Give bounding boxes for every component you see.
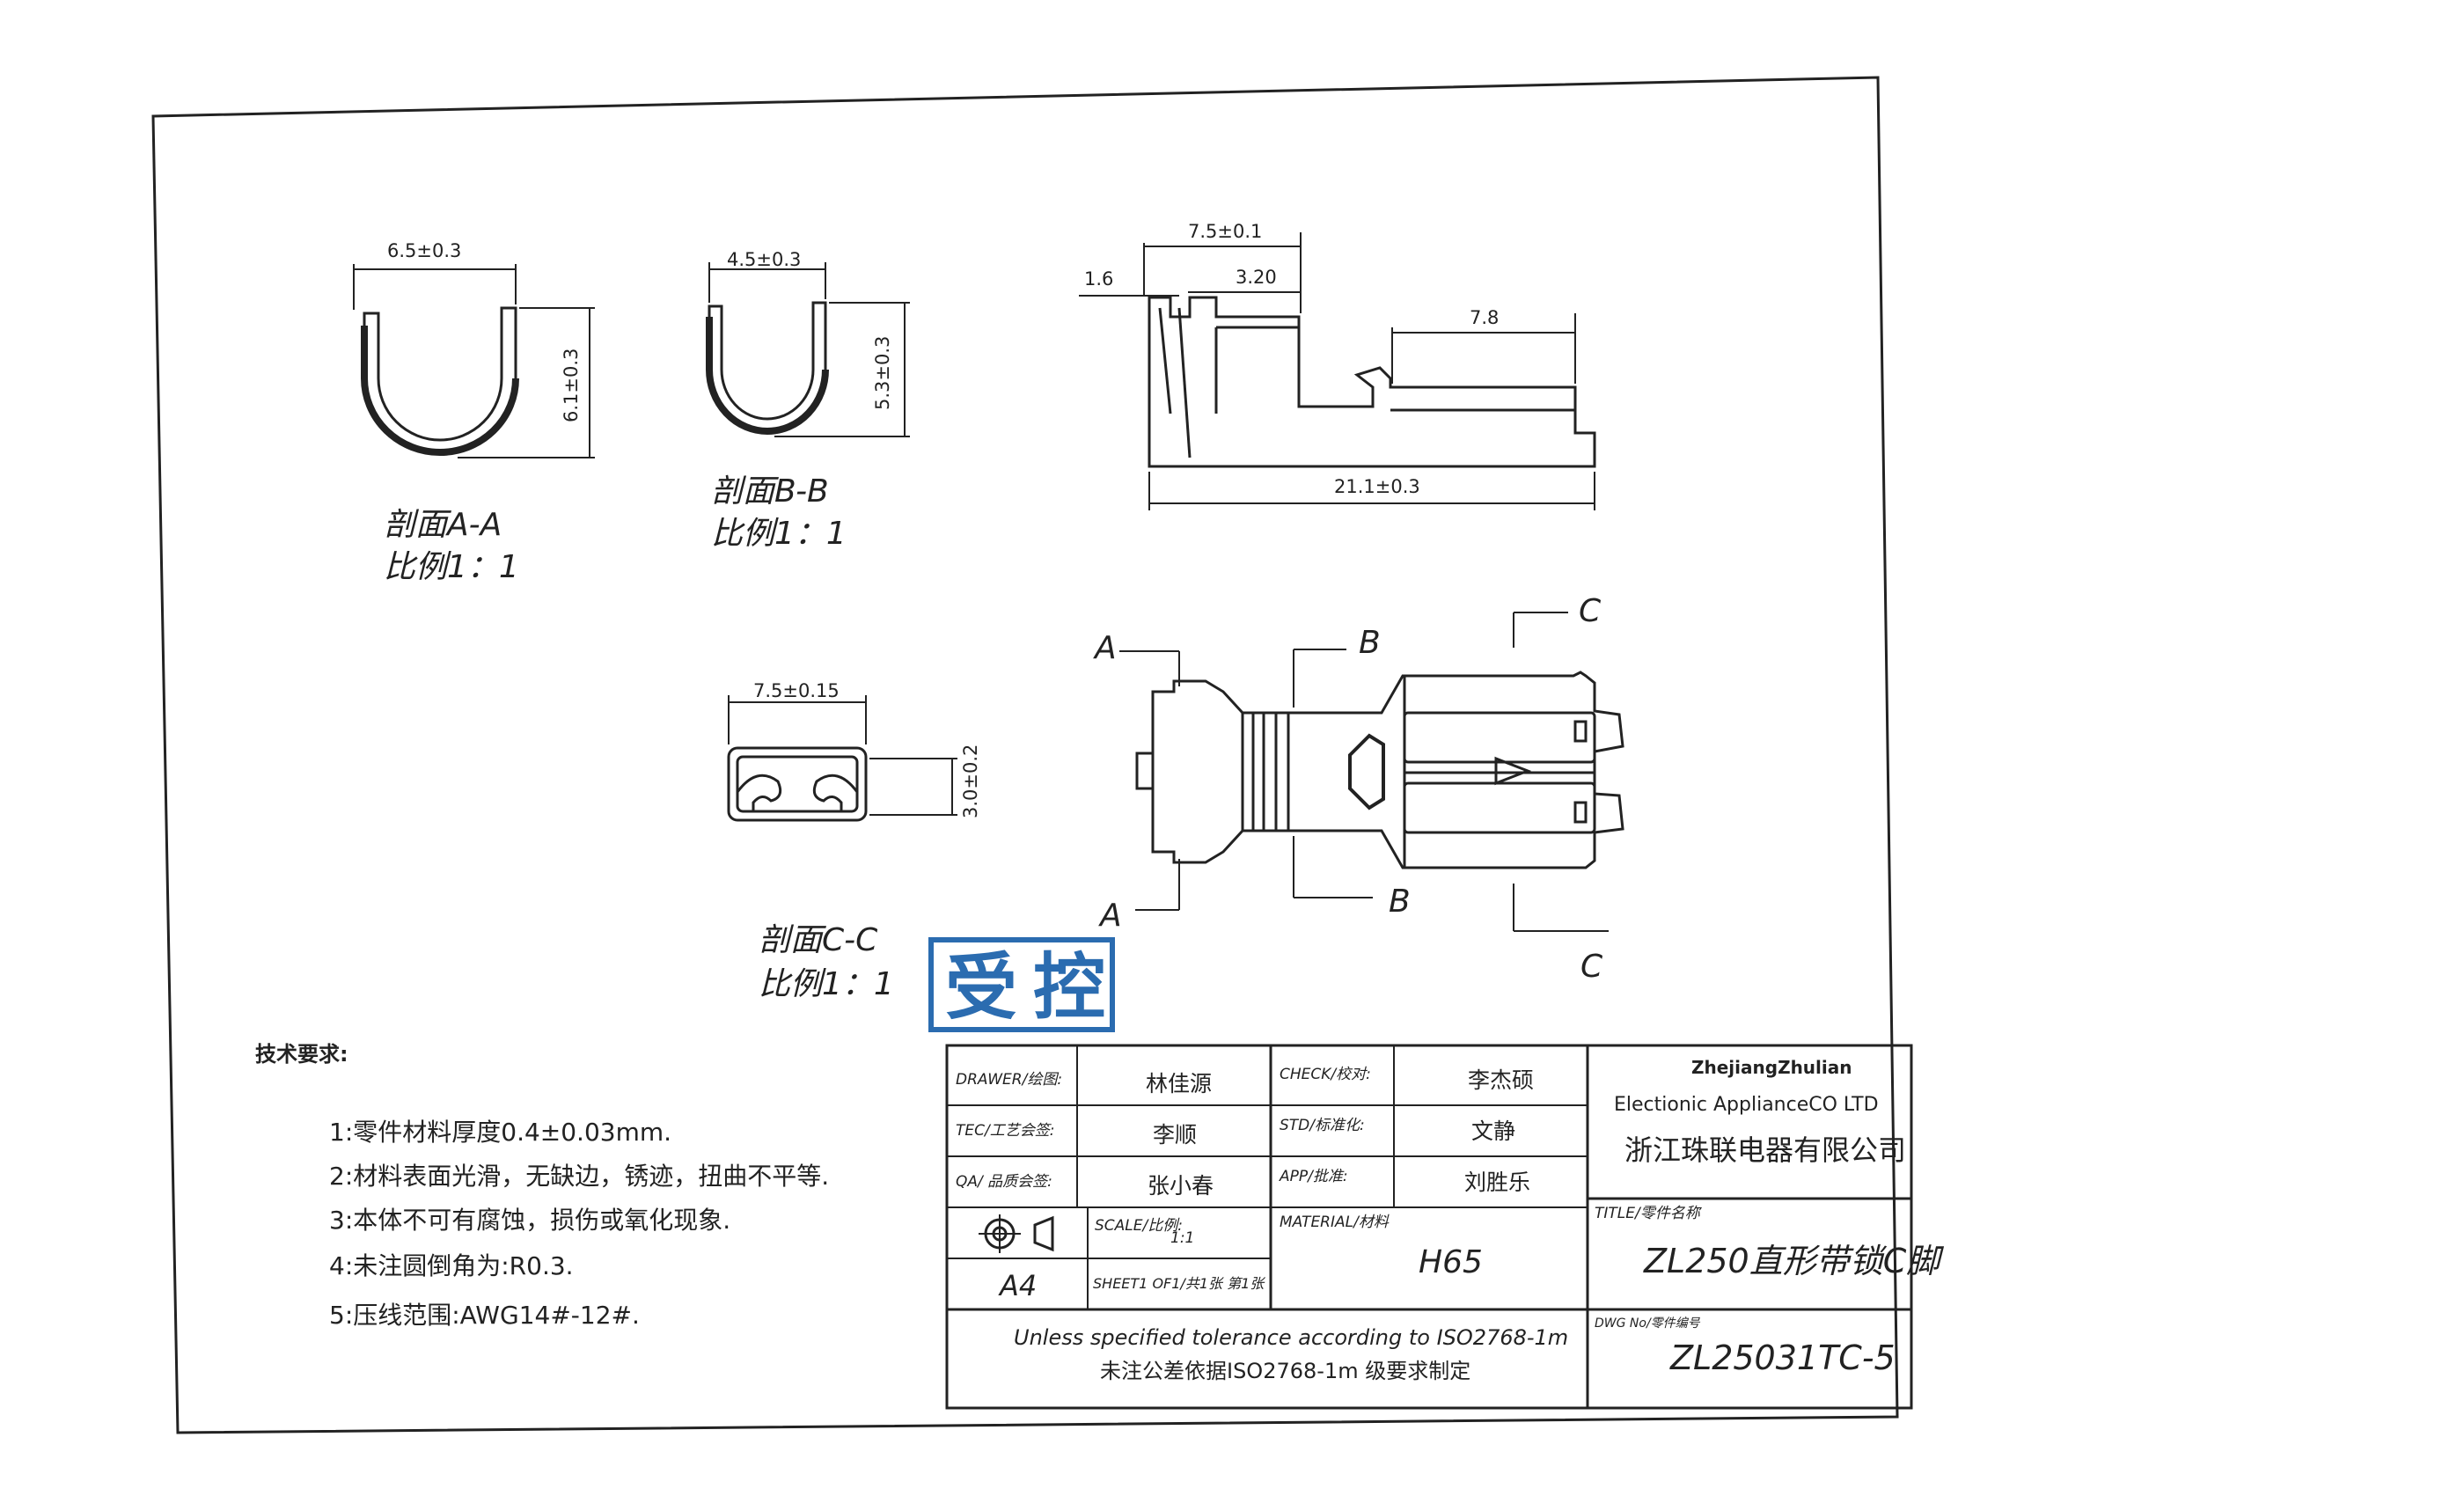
scale-value: 1:1: [1170, 1229, 1194, 1247]
side-length-dim: 21.1±0.3: [1334, 476, 1420, 497]
cc-section-scale: 比例1：1: [759, 966, 894, 1002]
side-left-dim: 1.6: [1084, 268, 1113, 290]
section-bb-view: [706, 262, 910, 437]
tolerance-en: Unless specified tolerance according to …: [1014, 1325, 1568, 1350]
cc-width-dim: 7.5±0.15: [753, 680, 840, 701]
company-name-cn: 浙江珠联电器有限公司: [1624, 1133, 1906, 1167]
drawer-value: 林佳源: [1146, 1071, 1212, 1096]
company-name-en-1: ZhejiangZhulian: [1691, 1057, 1852, 1078]
requirement-item-2: 2:材料表面光滑，无缺边，锈迹，扭曲不平等.: [329, 1162, 829, 1191]
side-view: [1079, 232, 1596, 510]
controlled-stamp: 受控: [928, 937, 1121, 1032]
part-title: ZL250直形带锁C脚: [1643, 1242, 1944, 1280]
bb-section-name: 剖面B-B: [711, 473, 829, 510]
section-aa-view: [353, 264, 595, 458]
title-label: TITLE/零件名称: [1595, 1205, 1703, 1222]
bb-height-dim: 5.3±0.3: [872, 336, 893, 410]
cut-marker-a-top: A: [1093, 630, 1117, 666]
title-block-grid: [945, 1044, 1913, 1410]
requirements-title: 技术要求:: [255, 1042, 348, 1067]
cut-marker-b-bottom: B: [1389, 884, 1411, 920]
qa-label: QA/ 品质会签:: [956, 1173, 1052, 1191]
bb-section-scale: 比例1：1: [711, 516, 847, 552]
dwg-number: ZL25031TC-5: [1669, 1338, 1896, 1377]
tolerance-cn: 未注公差依据ISO2768-1m 级要求制定: [1100, 1359, 1470, 1383]
side-top-dim: 7.5±0.1: [1188, 221, 1262, 242]
aa-width-dim: 6.5±0.3: [387, 240, 461, 261]
aa-section-name: 剖面A-A: [384, 507, 502, 543]
qa-value: 张小春: [1148, 1173, 1214, 1199]
bb-width-dim: 4.5±0.3: [727, 249, 801, 270]
cc-section-name: 剖面C-C: [759, 922, 878, 958]
requirement-item-5: 5:压线范围:AWG14#-12#.: [329, 1301, 640, 1330]
requirement-item-3: 3:本体不可有腐蚀，损伤或氧化现象.: [329, 1206, 730, 1235]
cc-height-dim: 3.0±0.2: [960, 744, 981, 818]
side-right-dim: 7.8: [1470, 307, 1499, 328]
check-label: CHECK/校对:: [1280, 1066, 1371, 1083]
cut-marker-c-top: C: [1579, 593, 1602, 629]
cut-marker-b-top: B: [1359, 625, 1381, 661]
material-label: MATERIAL/材料: [1280, 1214, 1390, 1231]
check-value: 李杰硕: [1468, 1067, 1534, 1093]
company-name-en-2: Electionic ApplianceCO LTD: [1614, 1094, 1879, 1116]
tec-value: 李顺: [1153, 1122, 1197, 1148]
paper-size: A4: [998, 1269, 1037, 1302]
section-cc-view: [727, 695, 957, 822]
stamp-text: 受控: [945, 946, 1121, 1030]
top-view: [1119, 612, 1624, 932]
drawing-border: [151, 76, 1899, 1434]
aa-section-scale: 比例1：1: [384, 549, 519, 585]
cut-marker-a-bottom: A: [1098, 898, 1122, 934]
cut-marker-c-bottom: C: [1580, 949, 1603, 985]
tec-label: TEC/工艺会签:: [956, 1122, 1054, 1140]
material-value: H65: [1419, 1244, 1483, 1280]
requirement-item-4: 4:未注圆倒角为:R0.3.: [329, 1251, 574, 1280]
std-value: 文静: [1471, 1118, 1515, 1144]
side-mid-dim: 3.20: [1236, 267, 1277, 288]
dwg-label: DWG No/零件编号: [1595, 1316, 1701, 1331]
drawer-label: DRAWER/绘图:: [956, 1071, 1062, 1089]
std-label: STD/标准化:: [1280, 1117, 1365, 1134]
requirement-item-1: 1:零件材料厚度0.4±0.03mm.: [329, 1118, 671, 1147]
app-value: 刘胜乐: [1464, 1170, 1530, 1195]
app-label: APP/批准:: [1279, 1168, 1348, 1185]
scale-label: SCALE/比例:: [1095, 1217, 1183, 1235]
sheet-info: SHEET1 OF1/共1张 第1张: [1093, 1275, 1265, 1292]
aa-height-dim: 6.1±0.3: [561, 348, 582, 422]
